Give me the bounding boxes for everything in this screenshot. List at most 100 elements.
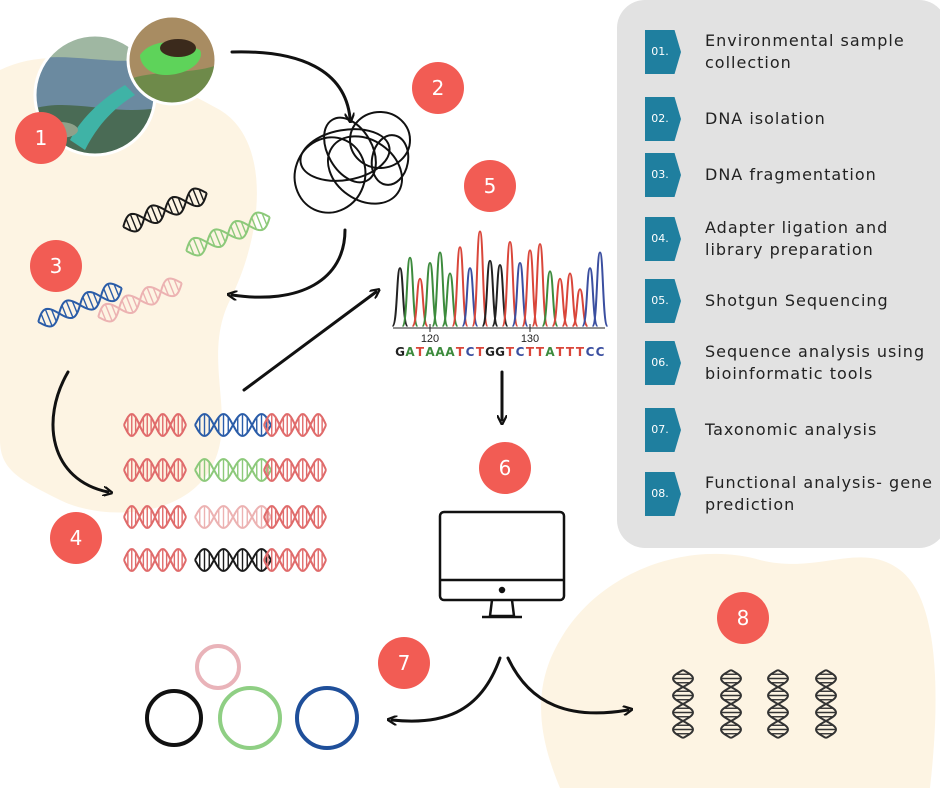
svg-text:5: 5: [484, 174, 497, 198]
adapter-left: [123, 458, 187, 482]
chromatogram-peak: [471, 230, 489, 327]
chromatogram-peak: [591, 251, 609, 327]
fragment-pink: [97, 277, 183, 323]
badge-7: 7: [378, 637, 430, 689]
legend-tag: 04.: [645, 217, 681, 261]
badge-1: 1: [15, 112, 67, 164]
legend-label: Functional analysis- gene prediction: [705, 473, 934, 514]
legend-item-05: 05. Shotgun Sequencing: [645, 279, 940, 323]
sequence-base: T: [536, 345, 545, 359]
svg-text:6: 6: [499, 456, 512, 480]
legend-item-06: 06. Sequence analysis using bioinformati…: [645, 341, 940, 385]
ring-pink: [195, 644, 241, 690]
fragment-green: [185, 211, 271, 257]
library-strand-green: [123, 458, 327, 482]
tick-label-130: 130: [521, 333, 539, 345]
adapter-left: [123, 505, 187, 529]
fragment-blue: [37, 282, 123, 328]
chromatogram-peak: [561, 272, 579, 327]
legend-label: Sequence analysis using bioinformatic to…: [705, 342, 926, 383]
chromatogram-peak: [541, 270, 559, 327]
badge-5: 5: [464, 160, 516, 212]
sequence-base: T: [506, 345, 515, 359]
sequence-base: A: [435, 345, 445, 359]
legend-item-04: 04. Adapter ligation and library prepara…: [645, 217, 940, 261]
dna-library-group: [123, 413, 327, 572]
sequence-base: T: [476, 345, 485, 359]
gene-helix-4: [815, 669, 837, 739]
legend-item-01: 01. Environmental sample collection: [645, 30, 940, 74]
sequence-base: T: [556, 345, 565, 359]
chromatogram-peak: [531, 243, 549, 327]
sequence-base: T: [526, 345, 535, 359]
sequence-base: G: [485, 345, 495, 359]
sequence-base: T: [416, 345, 425, 359]
badge-2: 2: [412, 62, 464, 114]
sequence-base: C: [516, 345, 525, 359]
insert-fragment: [194, 548, 272, 572]
svg-text:4: 4: [70, 526, 83, 550]
dna-fragments-group: [37, 187, 271, 328]
sequence-base: A: [405, 345, 415, 359]
chromatogram-peak: [431, 251, 449, 327]
adapter-right: [263, 505, 327, 529]
tick-label-120: 120: [421, 333, 439, 345]
library-strand-pink: [123, 505, 327, 529]
ring-green: [218, 686, 282, 750]
adapter-right: [263, 413, 327, 437]
arrow-3-to-4: [51, 370, 108, 492]
ring-blue: [295, 686, 359, 750]
legend-label: Shotgun Sequencing: [705, 291, 889, 310]
tangled-dna-icon: [293, 111, 411, 214]
legend-label: Taxonomic analysis: [705, 420, 878, 439]
legend-item-08: 08. Functional analysis- gene prediction: [645, 472, 940, 516]
arrow-6-to-7: [392, 656, 502, 721]
arrow-4-to-5: [242, 292, 376, 392]
library-strand-black: [123, 548, 327, 572]
chromatogram-peaks: [391, 230, 609, 327]
background-blobs: [0, 57, 936, 788]
arrow-2-to-3: [232, 228, 347, 297]
sequence-base: A: [545, 345, 555, 359]
adapter-left: [123, 548, 187, 572]
sequence-base: T: [456, 345, 465, 359]
flow-arrows: [51, 50, 628, 721]
legend-label: DNA fragmentation: [705, 165, 877, 184]
svg-text:1: 1: [35, 126, 48, 150]
badge-4: 4: [50, 512, 102, 564]
step-badges: 1 2 3 4 5 6 7 8: [15, 62, 769, 689]
sequence-base: C: [596, 345, 605, 359]
insert-fragment: [194, 458, 272, 482]
arrow-1-to-2: [230, 50, 350, 118]
legend-label: DNA isolation: [705, 109, 826, 128]
sequence-base: T: [566, 345, 575, 359]
sequence-base: G: [495, 345, 505, 359]
legend-tag: 08.: [645, 472, 681, 516]
gene-helix-3: [767, 669, 789, 739]
sequence-base: C: [466, 345, 475, 359]
chromatogram-peak: [481, 259, 499, 327]
fragment-black: [122, 187, 208, 233]
gene-prediction-helices: [672, 669, 837, 739]
sequence-base: T: [576, 345, 585, 359]
computer-monitor-icon: [438, 510, 566, 619]
taxonomic-rings: [145, 644, 359, 750]
svg-text:8: 8: [737, 606, 750, 630]
chromatogram-peak: [421, 261, 439, 327]
legend-panel: 01. Environmental sample collection 02. …: [617, 0, 940, 548]
insert-fragment: [194, 505, 272, 529]
badge-6: 6: [479, 442, 531, 494]
insert-fragment: [194, 413, 272, 437]
chromatogram-peak: [451, 246, 469, 327]
legend-tag: 03.: [645, 153, 681, 197]
sequence-base: C: [586, 345, 595, 359]
badge-8: 8: [717, 592, 769, 644]
svg-text:2: 2: [432, 76, 445, 100]
svg-text:7: 7: [398, 651, 411, 675]
legend-tag: 05.: [645, 279, 681, 323]
legend-item-07: 07. Taxonomic analysis: [645, 408, 940, 452]
